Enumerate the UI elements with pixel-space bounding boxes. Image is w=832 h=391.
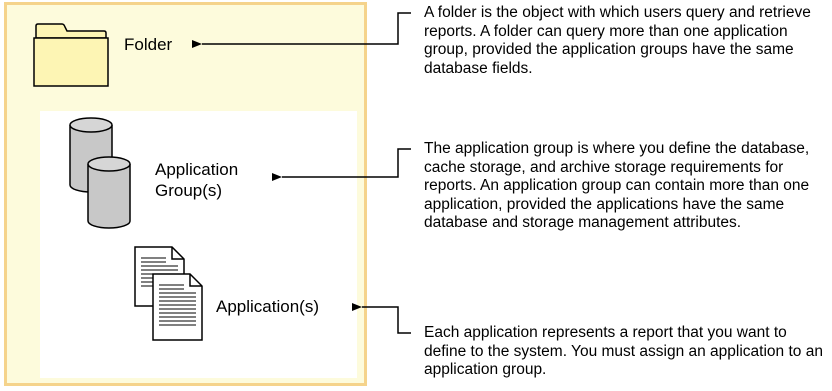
folder-label: Folder (124, 35, 173, 54)
folder-icon (33, 23, 109, 87)
application-group-label-line1: Application (155, 160, 239, 179)
application-group-connector (272, 148, 411, 181)
database-cylinder-icon (87, 156, 131, 229)
application-group-description: The application group is where you defin… (424, 140, 810, 231)
folder-connector (192, 12, 411, 48)
application-group-label-line2: Group(s) (155, 181, 223, 200)
document-icon (152, 273, 203, 341)
application-description: Each application represents a report tha… (424, 324, 823, 378)
application-label: Application(s) (216, 297, 319, 316)
application-connector (352, 303, 411, 334)
folder-description: A folder is the object with which users … (424, 4, 811, 77)
